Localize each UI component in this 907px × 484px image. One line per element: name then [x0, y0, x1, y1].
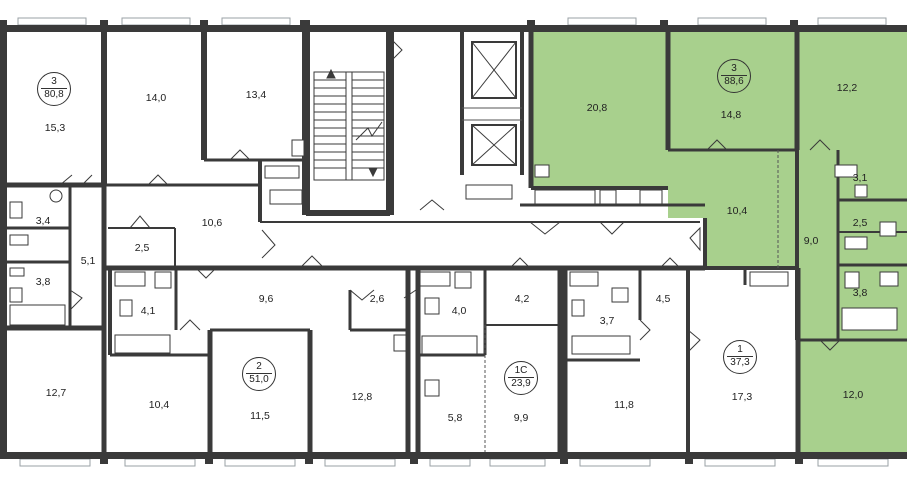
apartment-rooms: 3 [731, 63, 737, 74]
apartment-badge: 2 51,0 [242, 357, 276, 391]
highlighted-apartment [531, 32, 907, 458]
windows-bottom [19, 458, 889, 467]
room-area-label: 10,6 [201, 216, 223, 229]
room-area-label: 17,3 [731, 390, 753, 403]
apartment-area: 23,9 [508, 377, 534, 390]
room-area-label: 9,0 [803, 234, 819, 247]
staircase [313, 68, 385, 181]
apartment-rooms: 1С [514, 365, 528, 376]
room-area-label: 4,0 [451, 304, 467, 317]
room-area-label: 2,5 [134, 241, 150, 254]
exterior-walls [0, 20, 907, 464]
room-area-label: 4,1 [140, 304, 156, 317]
apartment-badge: 3 80,8 [37, 72, 71, 106]
room-area-label: 14,8 [720, 108, 742, 121]
room-area-label: 12,0 [842, 388, 864, 401]
door-swings [59, 39, 841, 353]
elevator-shafts [471, 41, 517, 166]
room-area-label: 3,4 [35, 214, 51, 227]
room-area-label: 13,4 [245, 88, 267, 101]
apartment-badge: 1 37,3 [723, 340, 757, 374]
interior-walls [7, 32, 907, 452]
room-area-label: 10,4 [726, 204, 748, 217]
apartment-badge: 3 88,6 [717, 59, 751, 93]
room-area-label: 5,1 [80, 254, 96, 267]
apartment-area: 88,6 [721, 75, 747, 88]
room-area-label: 12,8 [351, 390, 373, 403]
room-area-label: 10,4 [148, 398, 170, 411]
room-area-label: 15,3 [44, 121, 66, 134]
room-area-label: 9,6 [258, 292, 274, 305]
apartment-area: 80,8 [41, 88, 67, 101]
room-area-label: 4,5 [655, 292, 671, 305]
apartment-rooms: 2 [256, 361, 262, 372]
thin-partitions [462, 107, 779, 452]
room-area-label: 11,5 [250, 409, 270, 422]
room-area-label: 12,2 [836, 81, 858, 94]
apartment-badge: 1С 23,9 [504, 361, 538, 395]
room-area-label: 3,8 [35, 275, 51, 288]
room-area-label: 2,5 [852, 216, 868, 229]
room-area-label: 20,8 [586, 101, 608, 114]
apartment-rooms: 3 [51, 76, 57, 87]
room-area-label: 9,9 [513, 411, 529, 424]
windows-top [17, 17, 887, 26]
room-area-label: 3,8 [852, 286, 868, 299]
apartment-area: 37,3 [727, 356, 753, 369]
room-area-label: 5,8 [447, 411, 463, 424]
apartment-rooms: 1 [737, 344, 743, 355]
room-area-label: 14,0 [145, 91, 167, 104]
room-area-label: 12,7 [45, 386, 67, 399]
room-area-label: 2,6 [369, 292, 385, 305]
bathroom-fixtures [9, 139, 899, 397]
room-area-label: 3,1 [852, 171, 868, 184]
apartment-area: 51,0 [246, 373, 272, 386]
room-area-label: 3,7 [599, 314, 615, 327]
room-area-label: 4,2 [514, 292, 530, 305]
room-area-label: 11,8 [614, 398, 634, 411]
